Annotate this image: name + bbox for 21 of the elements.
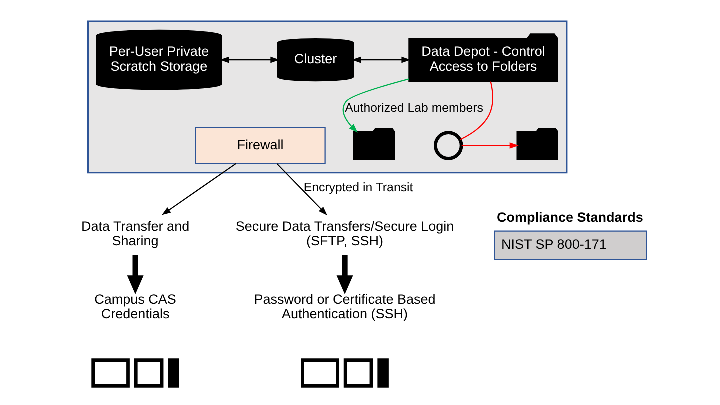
arrow bbox=[336, 255, 353, 294]
node-folder bbox=[516, 128, 558, 160]
edge-label: Authorized Lab members bbox=[344, 100, 483, 115]
connector bbox=[460, 82, 493, 140]
arrow bbox=[342, 78, 409, 133]
cluster bbox=[86, 20, 568, 174]
arrow bbox=[352, 56, 410, 64]
arrow bbox=[220, 56, 280, 64]
node-folder bbox=[352, 128, 395, 160]
arrow bbox=[461, 142, 518, 149]
arrow bbox=[276, 164, 327, 216]
node-box: Firewall bbox=[194, 127, 326, 164]
node-text: Campus CAS Credentials bbox=[94, 292, 176, 322]
node-label: Compliance Standards bbox=[496, 210, 643, 225]
node-circle bbox=[433, 131, 463, 160]
arrow bbox=[162, 163, 236, 216]
node-text: Secure Data Transfers/Secure Login (SFTP, SSH) bbox=[235, 218, 454, 249]
arrow bbox=[126, 255, 144, 294]
node-text: Password or Certificate Based Authentication (SSH) bbox=[254, 292, 436, 322]
node-text: Data Transfer and Sharing bbox=[81, 218, 190, 249]
edge-label: Encrypted in Transit bbox=[303, 180, 413, 195]
